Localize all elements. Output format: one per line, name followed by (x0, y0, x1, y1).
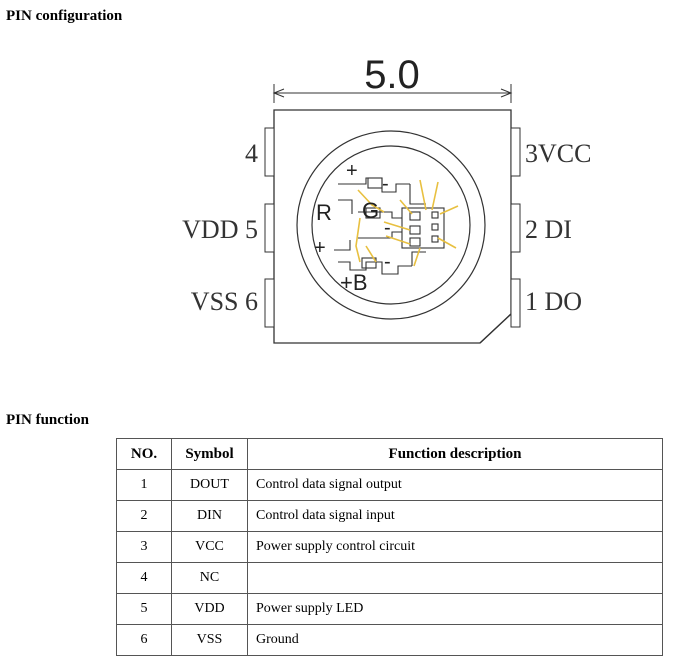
cell-symbol: NC (171, 562, 248, 594)
dimension-line (272, 84, 513, 103)
cell-symbol: VSS (171, 624, 248, 656)
cell-description: Control data signal output (247, 469, 663, 501)
pin-configuration-diagram: 5.0 4 VDD 5 VSS 6 3VCC 2 DI 1 DO (182, 53, 591, 344)
cell-symbol: DIN (171, 500, 248, 532)
cell-description (247, 562, 663, 594)
lens-inner (311, 145, 471, 305)
pin-pad-3 (510, 127, 521, 177)
cell-no: 6 (116, 624, 172, 656)
cell-no: 4 (116, 562, 172, 594)
pin-pad-4 (264, 127, 275, 177)
pin-label-5: VDD 5 (182, 215, 258, 244)
pin-function-heading: PIN function (6, 412, 89, 428)
pin-configuration-heading: PIN configuration (6, 8, 123, 24)
cell-symbol: VCC (171, 531, 248, 563)
package-body (273, 109, 512, 344)
die-plus-top: + (346, 160, 358, 182)
package-bevel (479, 313, 512, 344)
pin-label-3: 3VCC (525, 139, 591, 168)
table-row: 3 VCC Power supply control circuit (116, 531, 663, 563)
bond-wires (355, 179, 459, 267)
die-label-r: R (316, 200, 332, 225)
cell-no: 5 (116, 593, 172, 625)
pin-function-table: NO. Symbol Function description 1 DOUT C… (116, 438, 663, 656)
cell-description: Control data signal input (247, 500, 663, 532)
die-minus-top: - (382, 173, 389, 195)
table-row: 1 DOUT Control data signal output (116, 469, 663, 501)
table-row: 4 NC (116, 562, 663, 594)
cell-symbol: DOUT (171, 469, 248, 501)
cell-description: Ground (247, 624, 663, 656)
die-plus-left: + (314, 237, 326, 259)
dimension-label: 5.0 (364, 53, 420, 97)
cell-description: Power supply control circuit (247, 531, 663, 563)
cell-no: 1 (116, 469, 172, 501)
header-symbol: Symbol (171, 438, 248, 470)
cell-symbol: VDD (171, 593, 248, 625)
pin-pad-5 (264, 203, 275, 253)
cell-description: Power supply LED (247, 593, 663, 625)
pin-pad-2 (510, 203, 521, 253)
table-header-row: NO. Symbol Function description (116, 438, 663, 470)
die-minus-g: - (384, 217, 391, 239)
table-row: 5 VDD Power supply LED (116, 593, 663, 625)
die-label-b: +B (340, 270, 368, 295)
die-label-g: G (362, 198, 379, 223)
cell-no: 3 (116, 531, 172, 563)
cell-no: 2 (116, 500, 172, 532)
pin-label-1: 1 DO (525, 287, 582, 316)
table-row: 6 VSS Ground (116, 624, 663, 656)
header-function: Function description (247, 438, 663, 470)
pin-pad-6 (264, 278, 275, 328)
pin-label-6: VSS 6 (191, 287, 258, 316)
pin-label-4: 4 (245, 139, 258, 168)
pin-label-2: 2 DI (525, 215, 572, 244)
table-row: 2 DIN Control data signal input (116, 500, 663, 532)
die-minus-b: - (384, 251, 391, 273)
lens-outer (296, 130, 486, 320)
header-no: NO. (116, 438, 172, 470)
pin-pad-1 (510, 278, 521, 328)
lead-frame (334, 177, 445, 275)
